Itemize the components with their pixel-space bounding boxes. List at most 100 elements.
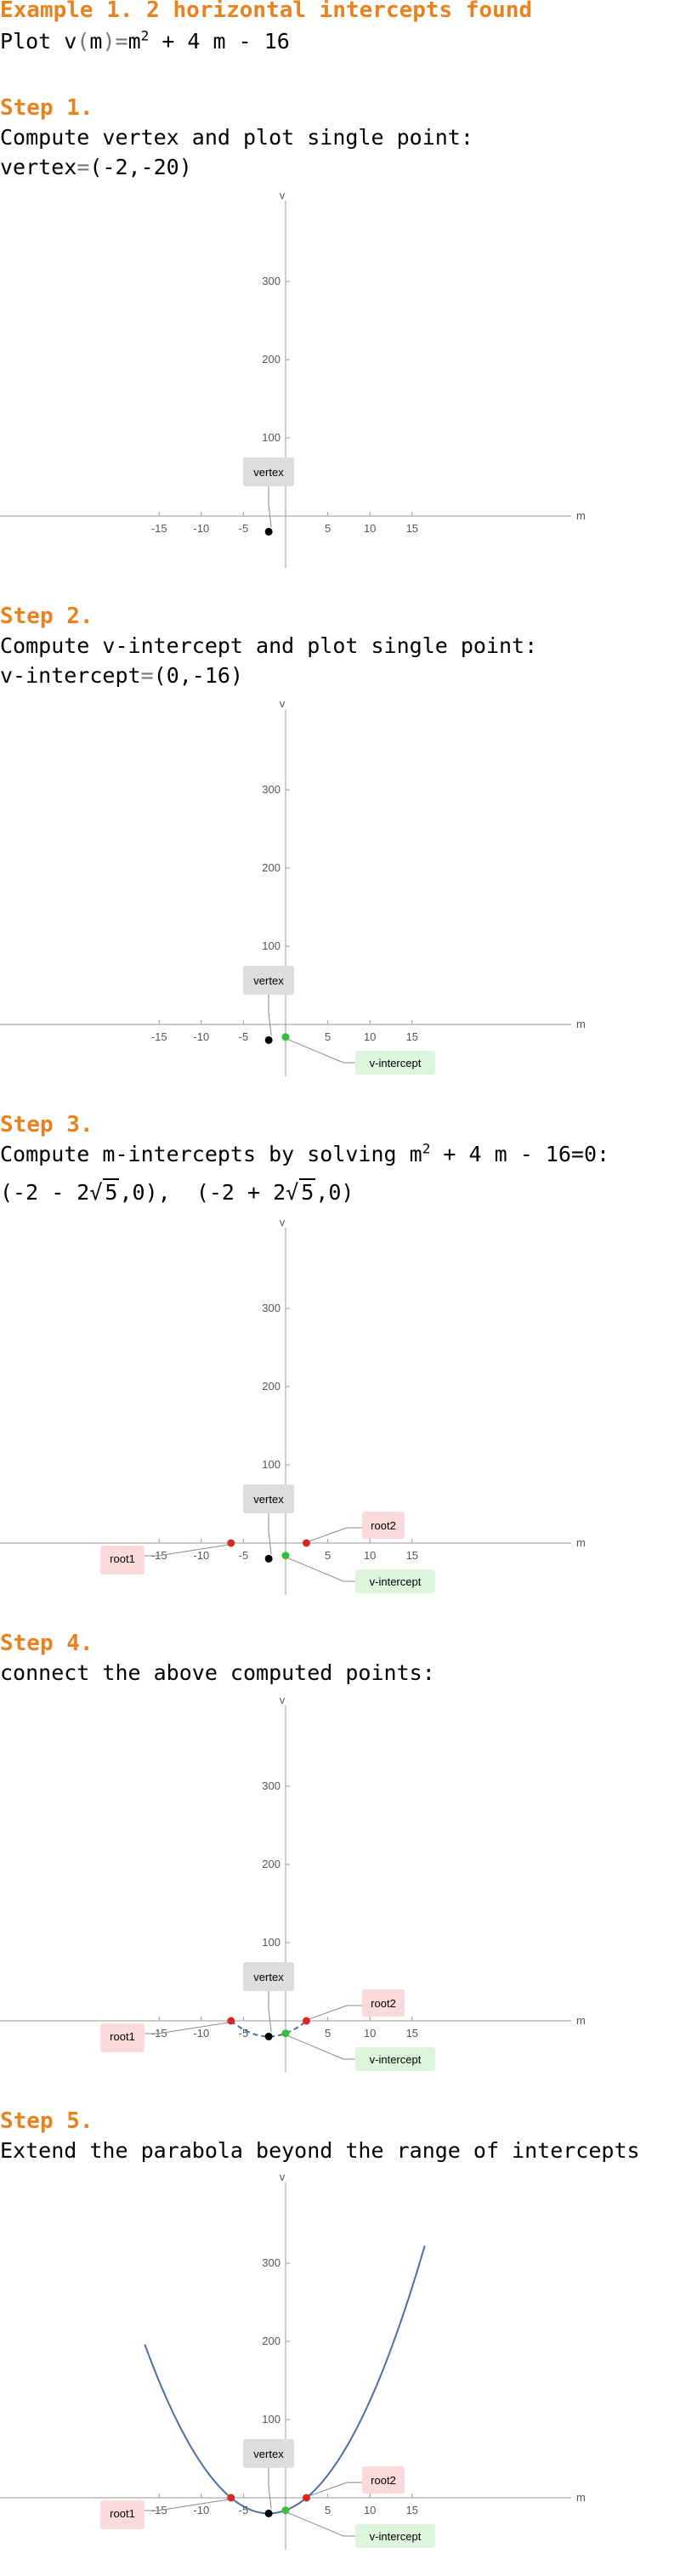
step2-description: Compute v-intercept and plot single poin… [0,633,538,658]
root2-label-box [362,1989,405,2017]
vertex-label-box [243,1962,294,1991]
step1-description: Compute vertex and plot single point: [0,125,473,150]
x-tick-label: 5 [325,1549,331,1562]
root2-label-box [362,1512,405,1539]
x-tick-label: 15 [406,1030,418,1043]
root2-text: (-2 + 2 [196,1180,286,1205]
y-tick-label: 100 [262,939,280,952]
plot-expr-m: m [128,29,141,54]
root1-tail: ,0), [119,1180,171,1205]
x-axis-label: m [576,2014,586,2027]
parabola-curve [230,2020,308,2038]
x-tick-label: 10 [364,2027,376,2040]
x-tick-label: 5 [325,1030,331,1043]
vertex-point [264,2032,273,2040]
plot-var: m [89,29,103,54]
v-intercept-label: v-intercept [370,2530,422,2543]
sqrt-icon: √5 [89,1178,120,1205]
y-tick-label: 100 [262,1936,280,1949]
paren-close: ) [102,29,116,54]
root1-label-box [100,2023,144,2052]
root1-leader [144,1544,229,1557]
x-tick-label: -5 [239,1030,249,1043]
y-axis-label: v [280,1694,286,1706]
x-tick-label: 5 [325,2504,331,2516]
vertex-point [264,1036,273,1044]
step3-description: Compute m-intercepts by solving m2 + 4 m… [0,1142,609,1166]
plot-expr-exp: 2 [140,27,150,44]
root1-point [227,2017,235,2025]
vertex-point [264,527,273,536]
v-intercept-label-box [355,2524,435,2548]
x-tick-label: -10 [193,2504,209,2516]
root2-label: root2 [371,1519,396,1532]
root2-radicand: 5 [299,1178,316,1205]
v-intercept-label: v-intercept [370,1575,422,1588]
x-axis-label: m [576,2491,586,2504]
step1-result: vertex=(-2,-20) [0,155,192,179]
root1-label: root1 [110,2507,135,2520]
vertex-label: vertex [253,2448,284,2460]
x-tick-label: -10 [193,1030,209,1043]
x-axis-label: m [576,1018,586,1030]
y-tick-label: 200 [262,1380,280,1393]
y-axis-label: v [280,697,286,710]
v-intercept-label: v-intercept [370,2053,422,2066]
y-tick-label: 200 [262,353,280,366]
v-intercept-label-box [355,2047,435,2071]
root1-label: root1 [110,2030,135,2043]
v-intercept-label-box [355,1051,435,1075]
x-tick-label: 15 [406,1549,418,1562]
x-tick-label: -10 [193,522,209,535]
v-intercept-point [281,1552,290,1560]
y-axis-label: v [280,2170,286,2183]
plot-function-line: Plot v(m)=m2 + 4 m - 16 [0,29,290,54]
root1-label-box [100,1546,144,1575]
step1-result-eq: = [76,155,90,179]
y-tick-label: 100 [262,2413,280,2426]
root1-label: root1 [110,1552,135,1565]
v-intercept-point [281,2029,290,2038]
vertex-label: vertex [253,1493,284,1506]
vertex-label-box [243,1484,294,1513]
sqrt-icon: √5 [286,1178,316,1205]
root1-point [227,2494,235,2502]
v-intercept-label-box [355,1569,435,1593]
y-tick-label: 300 [262,2256,280,2269]
x-tick-label: -5 [239,522,249,535]
root1-radicand: 5 [103,1178,120,1205]
x-tick-label: -10 [193,1549,209,1562]
vertex-label: vertex [253,974,284,987]
step3-heading: Step 3. [0,1112,94,1138]
vertex-leader [268,2468,272,2510]
x-tick-label: -5 [239,2027,249,2040]
root2-label: root2 [371,2474,396,2487]
vertex-point [264,2509,273,2517]
v-intercept-leader [287,1558,355,1582]
plot-expr-rest: + 4 m - 16 [162,29,290,54]
y-tick-label: 200 [262,2335,280,2347]
step5-description: Extend the parabola beyond the range of … [0,2138,640,2163]
y-tick-label: 300 [262,1302,280,1314]
y-axis-label: v [280,189,286,201]
x-tick-label: 10 [364,522,376,535]
step5-heading: Step 5. [0,2108,94,2134]
v-intercept-label: v-intercept [370,1057,422,1070]
x-tick-label: 10 [364,1030,376,1043]
x-tick-label: 15 [406,2027,418,2040]
y-tick-label: 100 [262,1458,280,1471]
root2-leader [309,2482,362,2497]
x-tick-label: -10 [193,2027,209,2040]
step3-desc-prefix: Compute m-intercepts by solving m [0,1142,422,1166]
step3-desc-exp: 2 [422,1140,431,1157]
x-tick-label: 5 [325,2027,331,2040]
x-tick-label: 15 [406,522,418,535]
vertex-label: vertex [253,1971,284,1983]
v-intercept-leader [287,1039,355,1064]
x-tick-label: 15 [406,2504,418,2516]
x-axis-label: m [576,1536,586,1549]
v-intercept-point [281,2506,290,2515]
